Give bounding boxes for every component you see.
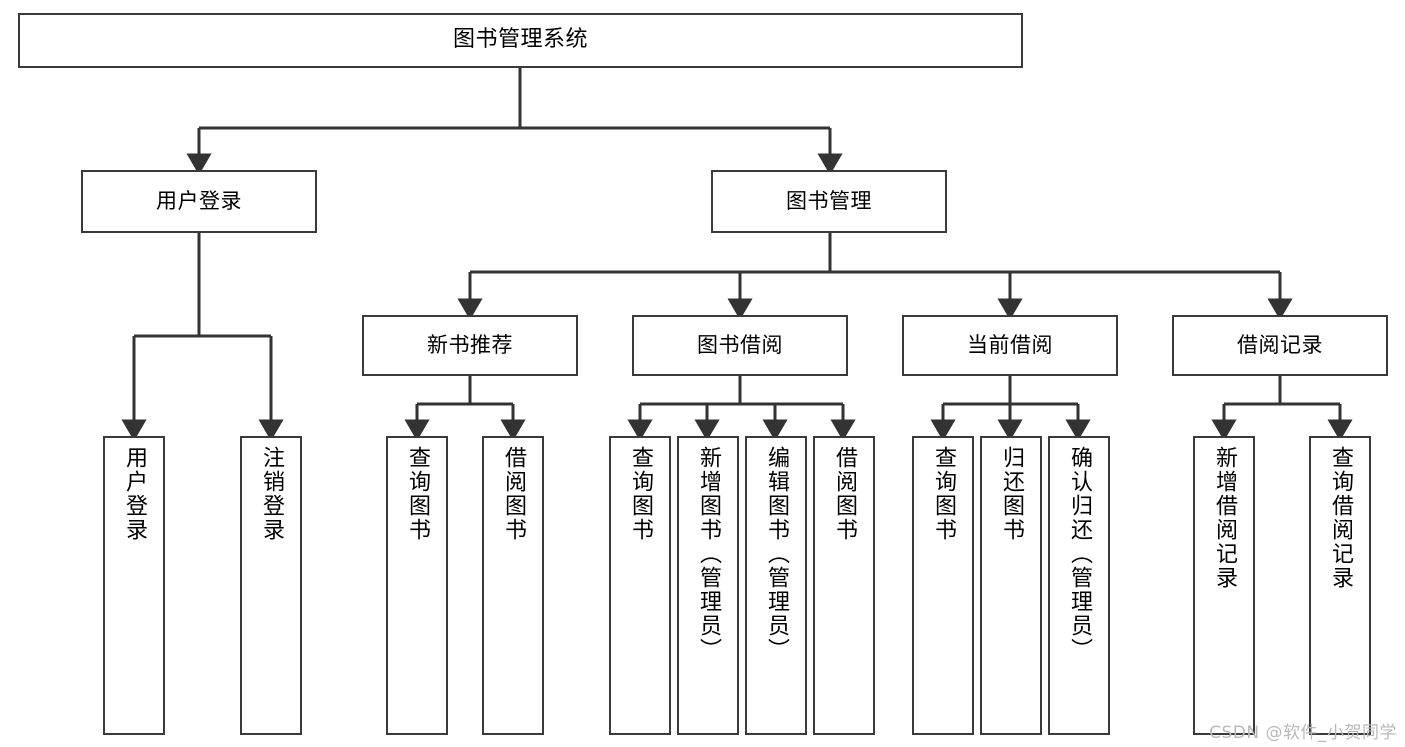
leaf-edit-book-label: 编辑图书（管理员） [764, 446, 789, 662]
leaf-query-record[interactable]: 查询借阅记录 [1309, 436, 1371, 735]
leaf-add-book[interactable]: 新增图书（管理员） [677, 436, 739, 735]
leaf-add-book-label: 新增图书（管理员） [696, 446, 721, 662]
leaf-logout[interactable]: 注销登录 [240, 436, 302, 735]
leaf-query-book-3-label: 查询图书 [931, 446, 956, 542]
node-book-manage-label: 图书管理 [786, 189, 872, 214]
leaf-borrow-book-1[interactable]: 借阅图书 [482, 436, 544, 735]
leaf-logout-label: 注销登录 [259, 446, 284, 542]
leaf-borrow-book-2[interactable]: 借阅图书 [813, 436, 875, 735]
leaf-query-book-1[interactable]: 查询图书 [386, 436, 448, 735]
leaf-add-record[interactable]: 新增借阅记录 [1193, 436, 1255, 735]
leaf-query-book-3[interactable]: 查询图书 [912, 436, 974, 735]
node-new-book-recommend[interactable]: 新书推荐 [362, 315, 578, 376]
node-borrow-record-label: 借阅记录 [1237, 333, 1323, 358]
node-root[interactable]: 图书管理系统 [18, 13, 1023, 68]
node-book-manage[interactable]: 图书管理 [711, 170, 947, 233]
leaf-user-login[interactable]: 用户登录 [103, 436, 165, 735]
leaf-confirm-return[interactable]: 确认归还（管理员） [1048, 436, 1110, 735]
leaf-return-book-label: 归还图书 [999, 446, 1024, 542]
node-borrow-record[interactable]: 借阅记录 [1172, 315, 1388, 376]
leaf-borrow-book-1-label: 借阅图书 [501, 446, 526, 542]
node-current-borrow-label: 当前借阅 [967, 333, 1053, 358]
leaf-borrow-book-2-label: 借阅图书 [832, 446, 857, 542]
leaf-return-book[interactable]: 归还图书 [980, 436, 1042, 735]
node-current-borrow[interactable]: 当前借阅 [902, 315, 1118, 376]
leaf-add-record-label: 新增借阅记录 [1212, 446, 1237, 590]
leaf-query-book-2-label: 查询图书 [628, 446, 653, 542]
leaf-user-login-label: 用户登录 [122, 446, 147, 542]
node-user-login-label: 用户登录 [156, 189, 242, 214]
node-root-label: 图书管理系统 [452, 27, 588, 53]
csdn-watermark: CSDN @软件_小贺同学 [1209, 723, 1397, 743]
leaf-edit-book[interactable]: 编辑图书（管理员） [745, 436, 807, 735]
leaf-confirm-return-label: 确认归还（管理员） [1067, 446, 1092, 662]
node-user-login[interactable]: 用户登录 [81, 170, 317, 233]
leaf-query-book-2[interactable]: 查询图书 [609, 436, 671, 735]
leaf-query-book-1-label: 查询图书 [405, 446, 430, 542]
node-book-borrow-label: 图书借阅 [697, 333, 783, 358]
leaf-query-record-label: 查询借阅记录 [1328, 446, 1353, 590]
node-book-borrow[interactable]: 图书借阅 [632, 315, 848, 376]
node-new-book-recommend-label: 新书推荐 [427, 333, 513, 358]
